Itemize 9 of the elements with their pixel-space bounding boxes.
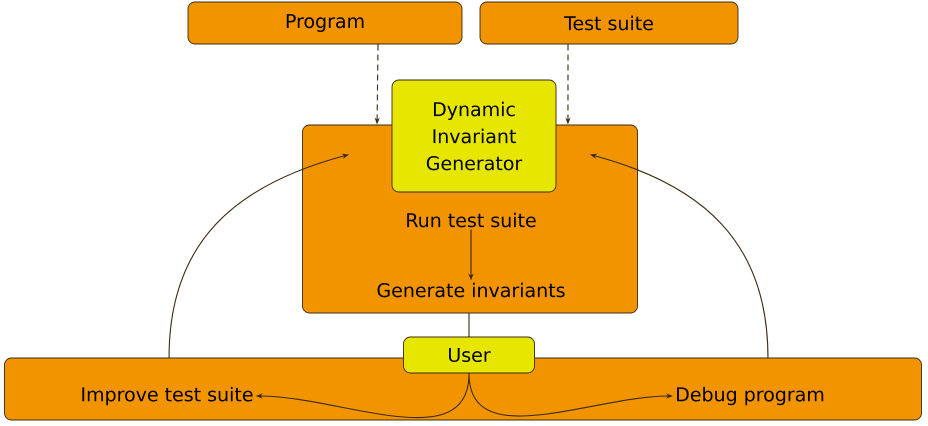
process-box: Program [188,2,462,44]
generator-box: Dynamic Invariant Generator [392,80,556,192]
step-label: Improve test suite [82,386,252,406]
step-label: Debug program [677,386,824,406]
user-box: User [403,336,535,374]
connector-line [468,313,470,337]
step-label: Run test suite [407,212,536,228]
process-box: Test suite [480,2,738,44]
step-label: Generate invariants [378,282,565,298]
